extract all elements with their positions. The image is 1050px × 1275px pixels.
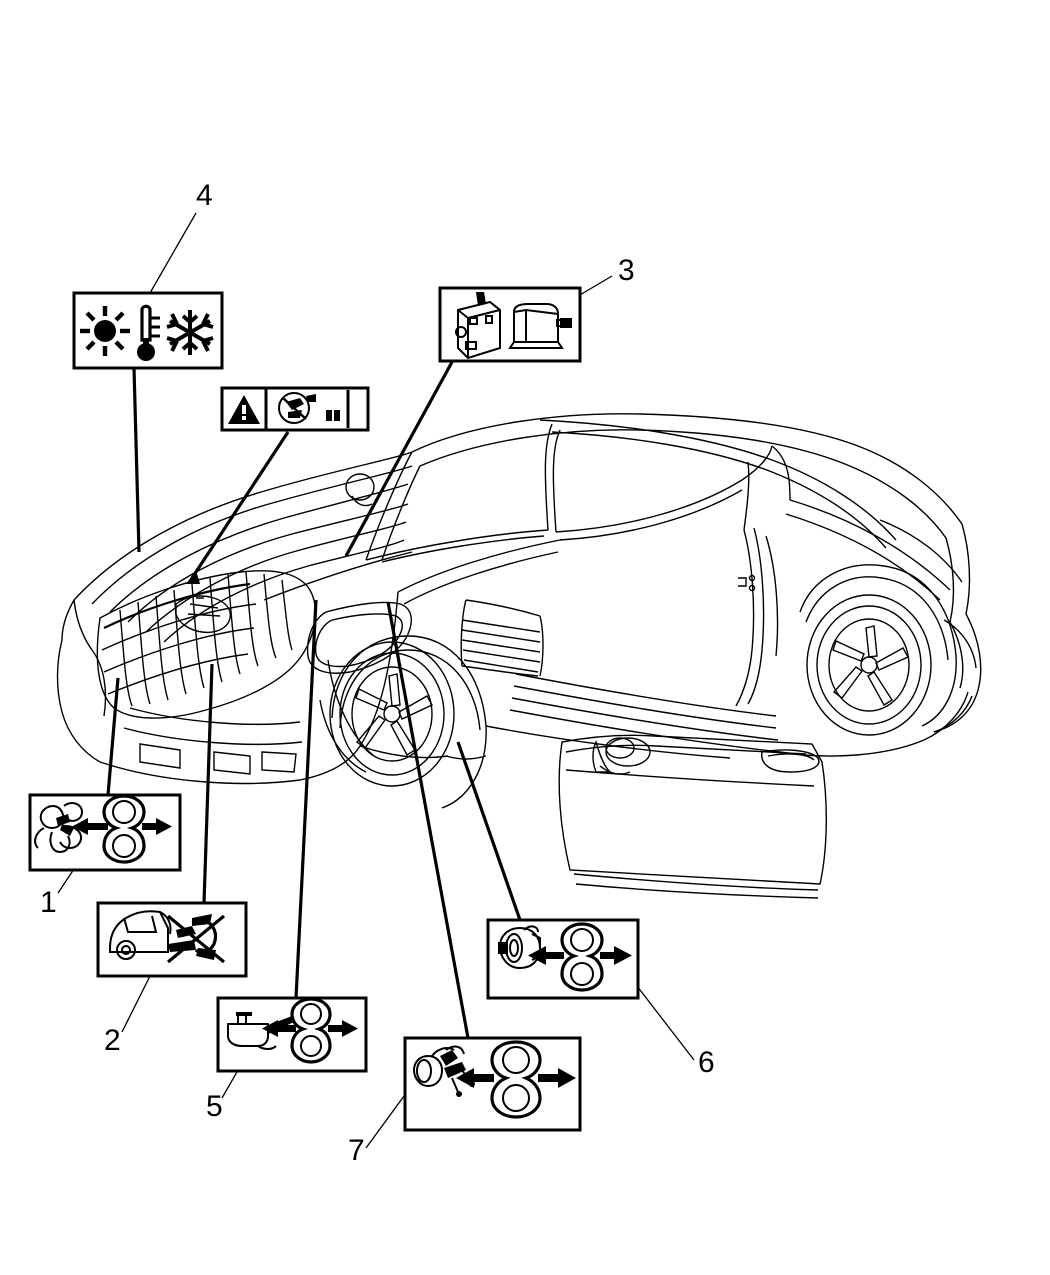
- label-box-4[interactable]: [72, 291, 224, 370]
- label-box-2[interactable]: [96, 901, 248, 978]
- leader-4: [145, 212, 197, 301]
- pointer-label-3: [344, 361, 454, 557]
- snowflake-icon: [166, 310, 214, 355]
- figure-eight-connector-icon: [72, 794, 172, 864]
- callout-number-3: 3: [618, 254, 635, 287]
- figure-eight-connector-icon: [528, 922, 632, 992]
- book-icon: [326, 410, 340, 421]
- pointer-label-4: [132, 367, 141, 553]
- crossed-out-symbol-icon: [166, 914, 226, 964]
- pointer-label-5: [294, 599, 318, 999]
- figure-eight-connector-icon: [456, 1040, 576, 1119]
- callout-number-5: 5: [206, 1090, 223, 1123]
- callout-number-1: 1: [40, 886, 57, 919]
- sun-icon: [80, 306, 130, 356]
- relay-module-icon: [455, 292, 501, 360]
- caution-warning-strip[interactable]: [220, 386, 370, 432]
- no-spray-crossed-out-icon: [278, 392, 316, 424]
- relay-module-2-icon: [508, 303, 572, 349]
- pointer-label-7: [386, 601, 470, 1039]
- vehicle-illustration: [56, 413, 982, 809]
- fan-blower-icon: [34, 802, 84, 854]
- label-box-6[interactable]: [486, 918, 640, 1000]
- label-box-1[interactable]: [28, 793, 182, 872]
- vehicle-no-tow-icon: [109, 910, 172, 960]
- callout-number-4: 4: [196, 179, 213, 212]
- pointer-label-1: [106, 677, 120, 796]
- warning-triangle-icon: [228, 395, 260, 424]
- thermometer-icon: [137, 304, 160, 361]
- label-box-5[interactable]: [216, 996, 368, 1073]
- pointer-label-6: [456, 741, 522, 921]
- label-box-7[interactable]: [403, 1036, 582, 1132]
- label-box-3[interactable]: [438, 286, 582, 363]
- pointer-label-2: [202, 663, 214, 904]
- callout-number-2: 2: [104, 1024, 121, 1057]
- detached-door-panel: [558, 734, 827, 899]
- callout-number-6: 6: [698, 1046, 715, 1079]
- callout-number-7: 7: [348, 1134, 365, 1167]
- pointer-caution-strip: [190, 431, 290, 579]
- figure-eight-connector-icon: [262, 997, 358, 1064]
